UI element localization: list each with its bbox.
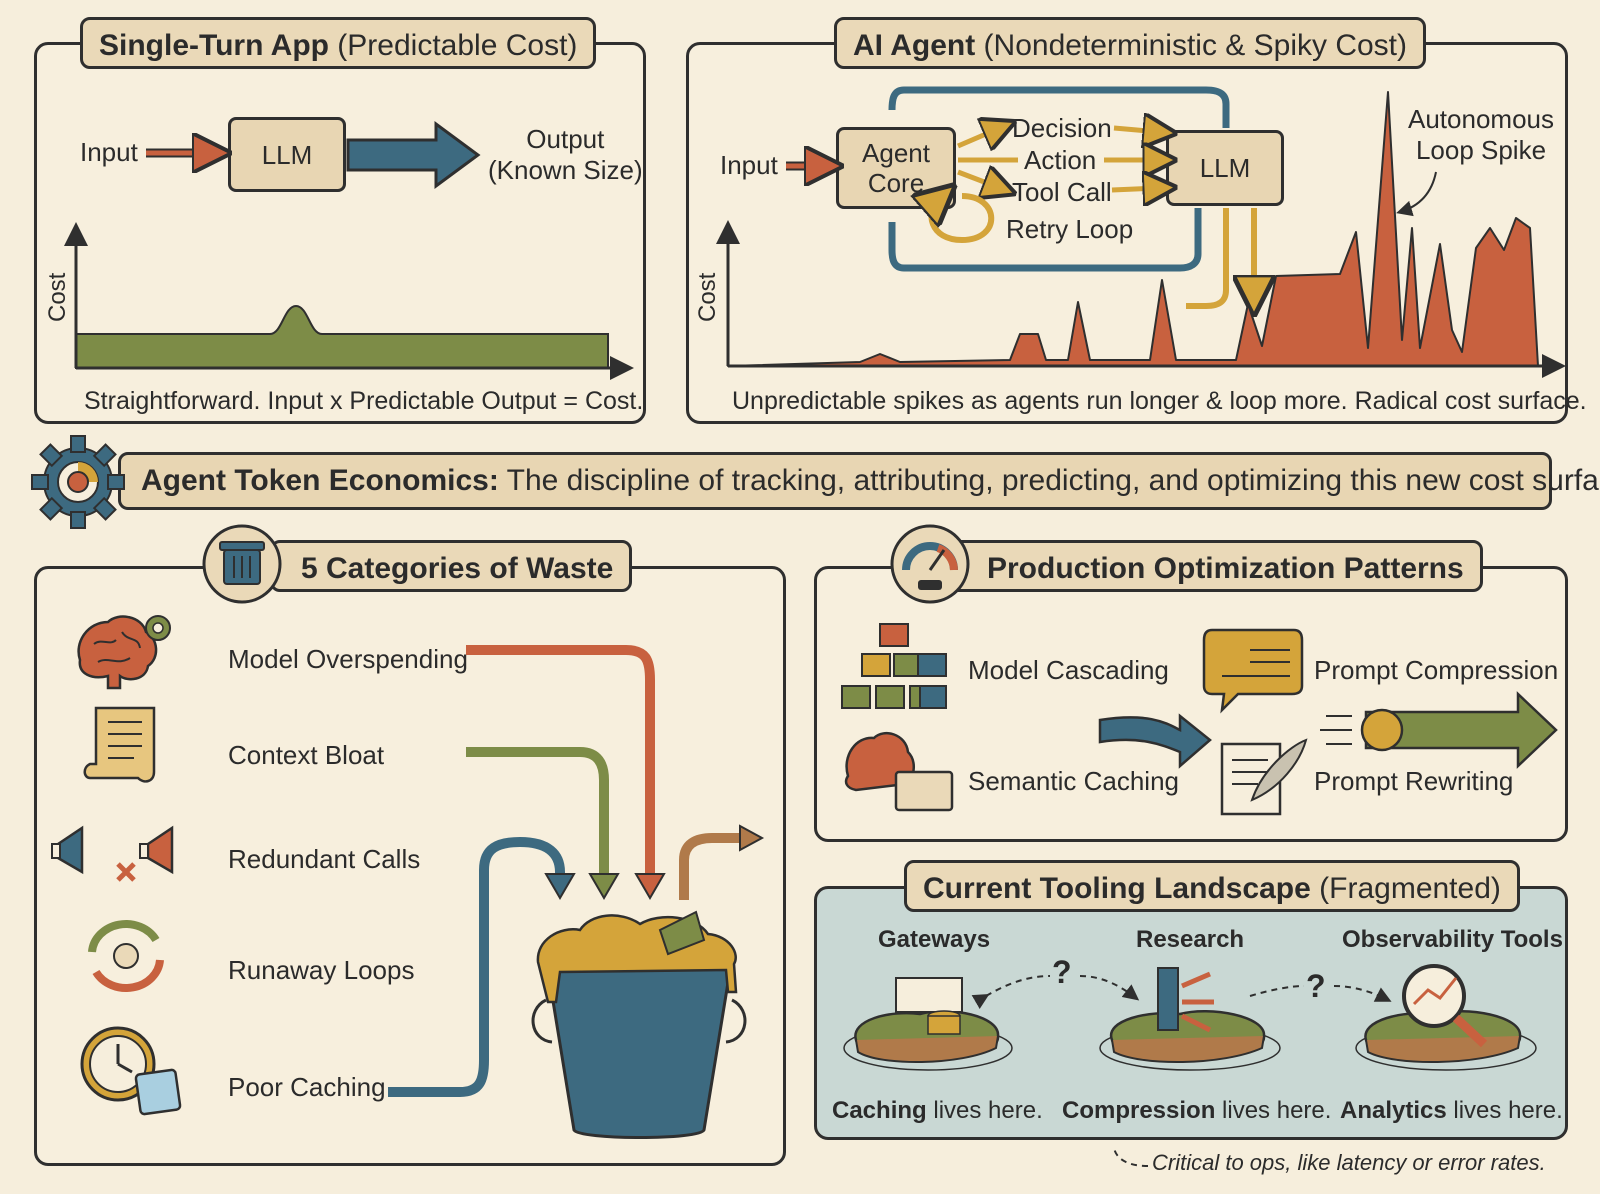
agent-decision-label: Decision — [1012, 113, 1112, 143]
agent-llm-box: LLM — [1166, 130, 1284, 206]
caching-lives-here: Caching lives here. — [832, 1097, 1043, 1124]
compression-lives-here: Compression lives here. — [1062, 1097, 1332, 1124]
agent-toolcall-label: Tool Call — [1012, 177, 1112, 207]
question-mark-2: ? — [1306, 968, 1326, 1004]
agent-title: AI Agent (Nondeterministic & Spiky Cost) — [834, 17, 1427, 69]
waste-item-redundant-calls: Redundant Calls — [228, 844, 421, 874]
banner-text: The discipline of tracking, attributing,… — [498, 464, 1600, 497]
single-output-label: Output(Known Size) — [488, 124, 643, 185]
single-input-label: Input — [80, 137, 138, 167]
dollar-glyph: $ — [1373, 713, 1388, 743]
waste-item-context-bloat: Context Bloat — [228, 740, 385, 770]
question-mark-1: ? — [1052, 954, 1072, 990]
footnote: Critical to ops, like latency or error r… — [1152, 1150, 1546, 1175]
agent-caption: Unpredictable spikes as agents run longe… — [732, 387, 1587, 415]
gear-icon — [31, 435, 125, 529]
pattern-semantic-caching: Semantic Caching — [968, 766, 1179, 796]
tool-observability: Observability Tools — [1342, 926, 1563, 953]
agent-input-label: Input — [720, 150, 778, 180]
banner-bold: Agent Token Economics: — [141, 464, 499, 497]
waste-item-runaway-loops: Runaway Loops — [228, 955, 415, 985]
analytics-lives-here: Analytics lives here. — [1340, 1097, 1563, 1124]
tooling-title: Current Tooling Landscape (Fragmented) — [904, 860, 1520, 912]
single-caption: Straightforward. Input x Predictable Out… — [84, 387, 644, 415]
patterns-title: Production Optimization Patterns — [948, 540, 1483, 592]
single-turn-panel — [34, 42, 646, 424]
single-y-axis-label: Cost — [44, 272, 71, 322]
waste-item-poor-caching: Poor Caching — [228, 1072, 386, 1102]
t-glyph: T — [1218, 634, 1239, 667]
pattern-prompt-rewriting: Prompt Rewriting — [1314, 766, 1514, 796]
pattern-model-cascading: Model Cascading — [968, 655, 1169, 685]
single-llm-box: LLM — [228, 117, 346, 192]
tool-gateways: Gateways — [878, 926, 991, 953]
agent-y-axis-label: Cost — [694, 272, 721, 322]
agent-action-label: Action — [1024, 145, 1097, 175]
pattern-prompt-compression: Prompt Compression — [1314, 655, 1559, 685]
cache-label: Cache — [900, 984, 961, 1006]
waste-title: 5 Categories of Waste — [270, 540, 633, 592]
tool-research: Research — [1136, 926, 1245, 953]
agent-retry-label: Retry Loop — [1006, 214, 1134, 244]
single-turn-title: Single-Turn App (Predictable Cost) — [80, 17, 597, 69]
save-label: Save — [902, 786, 949, 808]
banner: Agent Token Economics: The discipline of… — [118, 452, 1600, 510]
waste-item-model-overspending: Model Overspending — [228, 644, 468, 674]
